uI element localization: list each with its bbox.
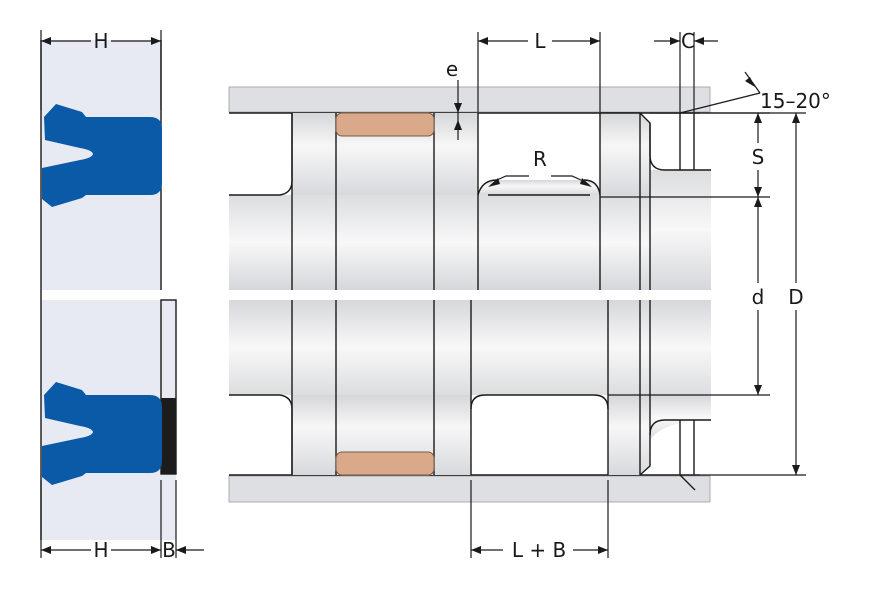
- piston-assembly: [228, 86, 711, 503]
- backup-ring: [161, 398, 176, 474]
- dimension-r: R: [488, 147, 592, 187]
- label-h-bottom: H: [93, 538, 108, 562]
- cylinder-wall-bottom: [228, 475, 711, 503]
- u-cup-seal-bottom: [42, 382, 162, 485]
- dimension-e: e: [446, 57, 462, 140]
- dimension-h-b-bottom: H B: [40, 480, 204, 562]
- dimension-l: L: [477, 29, 601, 112]
- label-l-plus-b: L + B: [512, 538, 566, 562]
- label-l: L: [534, 29, 546, 53]
- label-d-big: D: [788, 285, 803, 309]
- dimension-l-plus-b: L + B: [470, 480, 609, 562]
- piston-land-right-top: [600, 113, 650, 195]
- dimension-d-big: D: [700, 112, 806, 476]
- cylinder-wall-top: [228, 86, 711, 113]
- label-h-top: H: [93, 29, 108, 53]
- u-cup-seal-top: [42, 104, 162, 207]
- dimension-chamfer-angle: 15–20°: [679, 71, 831, 114]
- seal-profile-panel: [40, 40, 177, 540]
- piston-lower-half: [229, 300, 711, 491]
- label-e: e: [446, 57, 458, 81]
- dimension-d-small: d: [608, 197, 770, 396]
- chamfer-bottom: [679, 420, 696, 491]
- label-r: R: [533, 147, 547, 171]
- dimension-h-top: H: [40, 29, 162, 110]
- label-c: C: [681, 29, 695, 53]
- label-s: S: [752, 145, 765, 169]
- piston-upper-half: [229, 112, 711, 290]
- dimension-c: C: [654, 29, 718, 112]
- guide-ring-bottom: [335, 451, 435, 476]
- label-d-small: d: [752, 285, 765, 309]
- guide-ring-top: [335, 112, 435, 137]
- piston-land-right-bottom: [608, 395, 650, 475]
- label-b: B: [162, 538, 176, 562]
- label-angle: 15–20°: [760, 89, 831, 113]
